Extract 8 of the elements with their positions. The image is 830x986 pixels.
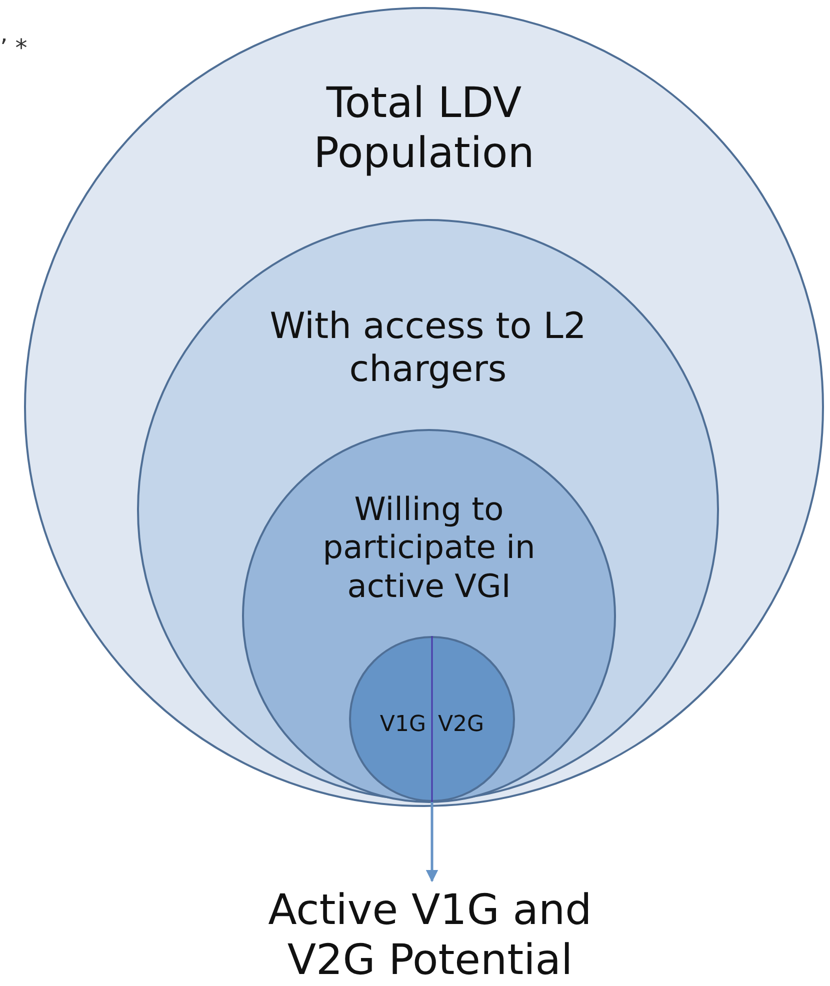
caption-text: Active V1G and V2G Potential: [267, 885, 593, 986]
circle-label: V2G: [438, 712, 486, 738]
circle-label: With access to L2 chargers: [268, 305, 588, 392]
note-text: ’ *: [0, 34, 28, 63]
circle-label: Total LDV Population: [312, 78, 536, 179]
circle-label: V1G: [378, 712, 426, 738]
arrow: [426, 802, 438, 882]
circle-label: Willing to participate in active VGI: [322, 490, 536, 606]
